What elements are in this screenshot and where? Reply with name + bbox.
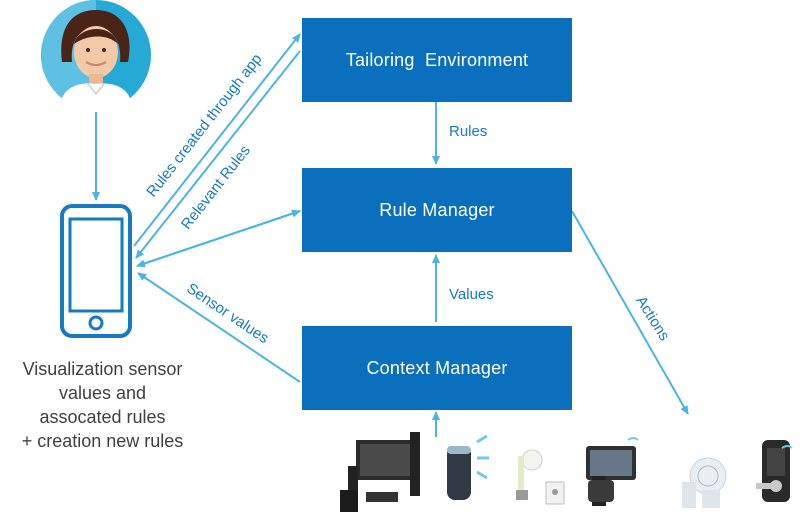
caption-line-3: assocated rules xyxy=(39,407,166,427)
actions-arrow xyxy=(571,210,689,415)
rule-manager-box: Rule Manager xyxy=(302,168,572,252)
light-bulb-icon xyxy=(516,449,565,505)
smart-lock-icon xyxy=(756,440,793,502)
caption-line-1: Visualization sensor xyxy=(22,359,183,379)
tablet-icon xyxy=(586,437,639,480)
context-manager-label: Context Manager xyxy=(366,357,508,378)
user-avatar-icon xyxy=(41,0,151,118)
smartwatch-icon xyxy=(588,476,614,506)
relevant-rules-arrow xyxy=(135,50,301,259)
connectors xyxy=(92,33,689,437)
sensor-values-arrow xyxy=(137,272,301,383)
home-theater-icon xyxy=(340,432,420,512)
caption-line-2: values and xyxy=(58,383,147,403)
values-edge-label: Values xyxy=(449,286,494,303)
tailoring-environment-box: Tailoring Environment xyxy=(302,18,572,102)
smart-speaker-icon xyxy=(447,434,489,500)
phone-to-rule-manager-arrow xyxy=(136,209,301,267)
smartphone-icon xyxy=(60,204,132,338)
rule-manager-label: Rule Manager xyxy=(379,199,495,220)
caption-line-4: + creation new rules xyxy=(21,431,184,451)
smoke-detector-icon xyxy=(682,457,727,508)
context-manager-box: Context Manager xyxy=(302,326,572,410)
rules-created-arrow xyxy=(133,33,301,247)
phone-caption: Visualization sensor values and assocate… xyxy=(0,357,205,453)
rules-edge-label: Rules xyxy=(449,123,488,140)
tailoring-environment-label: Tailoring Environment xyxy=(345,49,529,70)
